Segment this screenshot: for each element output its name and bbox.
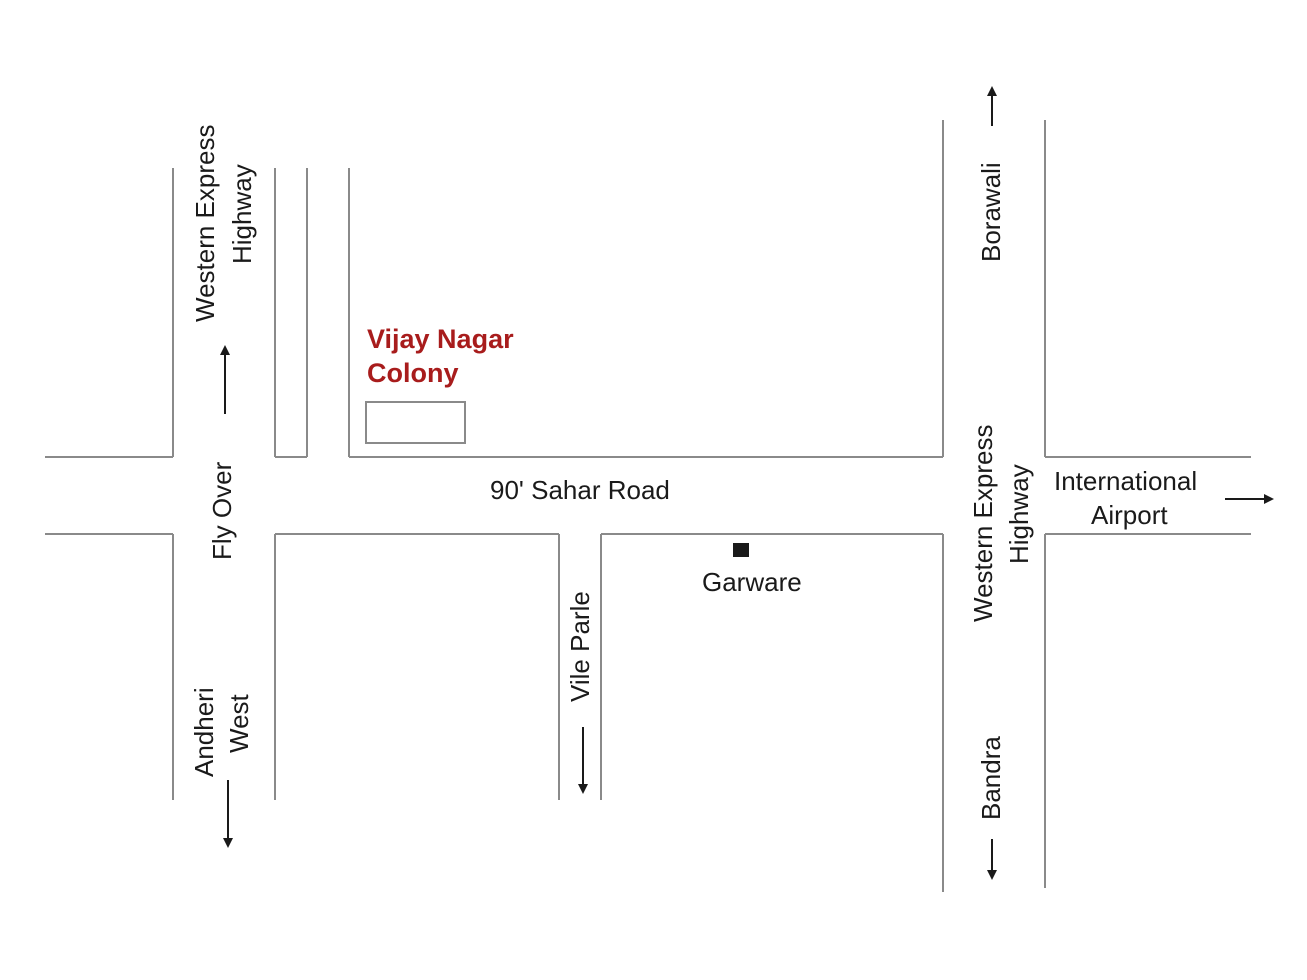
garware-square-marker-icon xyxy=(733,543,749,557)
andheri-west-label-line-1: Andheri xyxy=(189,687,219,777)
vijay-nagar-colony-marker xyxy=(365,401,466,444)
bandra-label: Bandra xyxy=(976,736,1006,820)
western-express-highway-left-label-line-2: Highway xyxy=(227,164,257,264)
western-express-highway-right-label-line-2: Highway xyxy=(1004,464,1034,564)
international-airport-label-line-1: International xyxy=(1054,466,1197,496)
sahar-road-label: 90' Sahar Road xyxy=(490,475,670,505)
borawali-label: Borawali xyxy=(976,162,1006,262)
western-express-highway-right-label-line-1: Western Express xyxy=(968,425,998,622)
vijay-nagar-colony-label-line-1: Vijay Nagar xyxy=(367,324,514,354)
vile-parle-label: Vile Parle xyxy=(565,591,595,702)
map-labels: Western Express Highway Fly Over Andheri… xyxy=(189,125,1197,820)
international-airport-label-line-2: Airport xyxy=(1091,500,1168,530)
direction-arrows xyxy=(220,86,1274,880)
western-express-highway-left-label-line-1: Western Express xyxy=(190,125,220,322)
vijay-nagar-colony-label-line-2: Colony xyxy=(367,358,459,388)
fly-over-label: Fly Over xyxy=(207,461,237,560)
andheri-west-label-line-2: West xyxy=(224,693,254,753)
road-network xyxy=(45,120,1251,892)
garware-label: Garware xyxy=(702,567,802,597)
